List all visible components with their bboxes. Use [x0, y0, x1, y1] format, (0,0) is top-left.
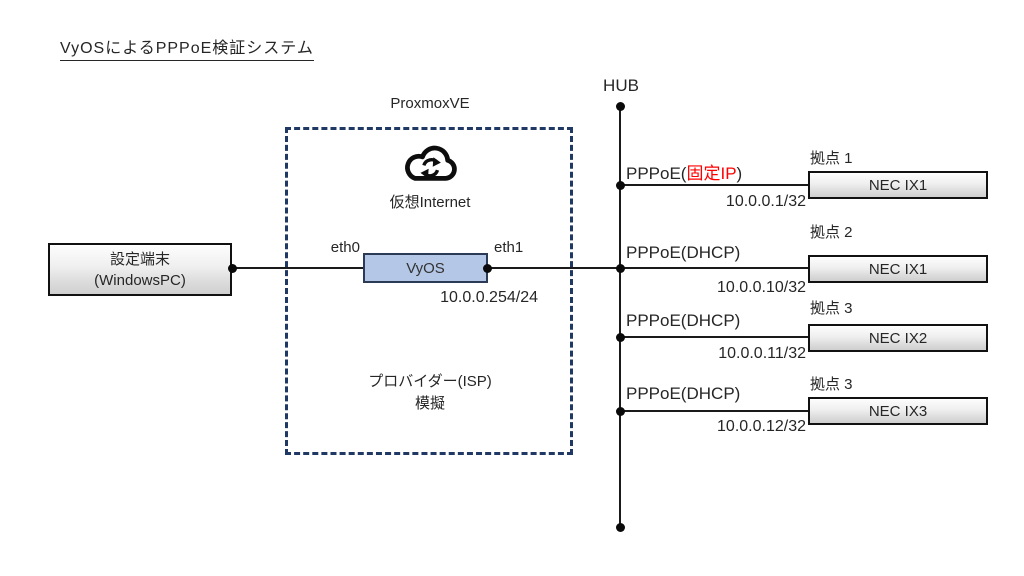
branch2-site-label: 拠点 2 [810, 224, 853, 241]
client-pc-node: 設定端末 (WindowsPC) [48, 243, 232, 296]
branch3-site-label: 拠点 3 [810, 300, 853, 317]
isp-caption-line2: 模擬 [414, 395, 445, 412]
branch1-protocol-post: ) [736, 164, 743, 183]
branch1-ip-label: 10.0.0.1/32 [725, 193, 806, 210]
hub-bus-line [619, 106, 621, 527]
virtual-internet-label: 仮想Internet [389, 194, 471, 211]
proxmox-dashed-box [285, 127, 573, 455]
link-hub-to-site4 [620, 410, 808, 412]
branch2-protocol-post: ) [734, 243, 741, 262]
link-client-to-vyos [232, 267, 363, 269]
cloud-sync-icon [396, 134, 464, 190]
branch1-protocol-pre: PPPoE( [626, 164, 687, 183]
link-hub-to-site3 [620, 336, 808, 338]
branch4-ip-label: 10.0.0.12/32 [717, 418, 806, 435]
branch2-ip-label: 10.0.0.10/32 [717, 279, 806, 296]
hub-label: HUB [603, 76, 639, 95]
connector-dot-branch1 [616, 181, 625, 190]
vyos-node: VyOS [363, 253, 488, 283]
branch4-protocol-post: ) [734, 384, 741, 403]
branch1-device-node: NEC IX1 [808, 171, 988, 199]
branch4-protocol-label: PPPoE(DHCP) [626, 384, 740, 404]
isp-caption-line1: プロバイダー(ISP) [368, 373, 492, 390]
connector-dot-branch4 [616, 407, 625, 416]
branch4-protocol-pre: PPPoE( [626, 384, 687, 403]
connector-dot-eth1 [483, 264, 492, 273]
branch3-protocol-label: PPPoE(DHCP) [626, 311, 740, 331]
connector-dot-client [228, 264, 237, 273]
branch1-protocol-type: 固定IP [686, 164, 737, 183]
eth0-port-label: eth0 [330, 239, 360, 256]
isp-caption: プロバイダー(ISP) 模擬 [315, 371, 545, 415]
connector-dot-branch3 [616, 333, 625, 342]
branch3-ip-label: 10.0.0.11/32 [718, 345, 806, 362]
branch3-protocol-pre: PPPoE( [626, 311, 687, 330]
branch3-protocol-type: DHCP [686, 311, 735, 330]
connector-dot-hub-top [616, 102, 625, 111]
branch2-protocol-type: DHCP [686, 243, 735, 262]
vyos-ip-label: 10.0.0.254/24 [440, 289, 538, 306]
connector-dot-branch2 [616, 264, 625, 273]
branch2-protocol-pre: PPPoE( [626, 243, 687, 262]
client-pc-line1: 設定端末 [109, 250, 170, 268]
branch2-device-node: NEC IX1 [808, 255, 988, 283]
link-vyos-to-site2 [488, 267, 808, 269]
link-hub-to-site1 [620, 184, 808, 186]
branch3-protocol-post: ) [734, 311, 741, 330]
diagram-title: VyOSによるPPPoE検証システム [60, 34, 314, 61]
branch1-protocol-label: PPPoE(固定IP) [626, 159, 742, 184]
client-pc-line2: (WindowsPC) [94, 271, 186, 289]
proxmox-label: ProxmoxVE [390, 95, 470, 112]
branch1-site-label: 拠点 1 [810, 150, 853, 167]
branch3-device-node: NEC IX2 [808, 324, 988, 352]
connector-dot-hub-bottom [616, 523, 625, 532]
branch4-site-label: 拠点 3 [810, 376, 853, 393]
branch4-protocol-type: DHCP [686, 384, 735, 403]
branch2-protocol-label: PPPoE(DHCP) [626, 243, 740, 263]
eth1-port-label: eth1 [494, 239, 524, 256]
branch4-device-node: NEC IX3 [808, 397, 988, 425]
